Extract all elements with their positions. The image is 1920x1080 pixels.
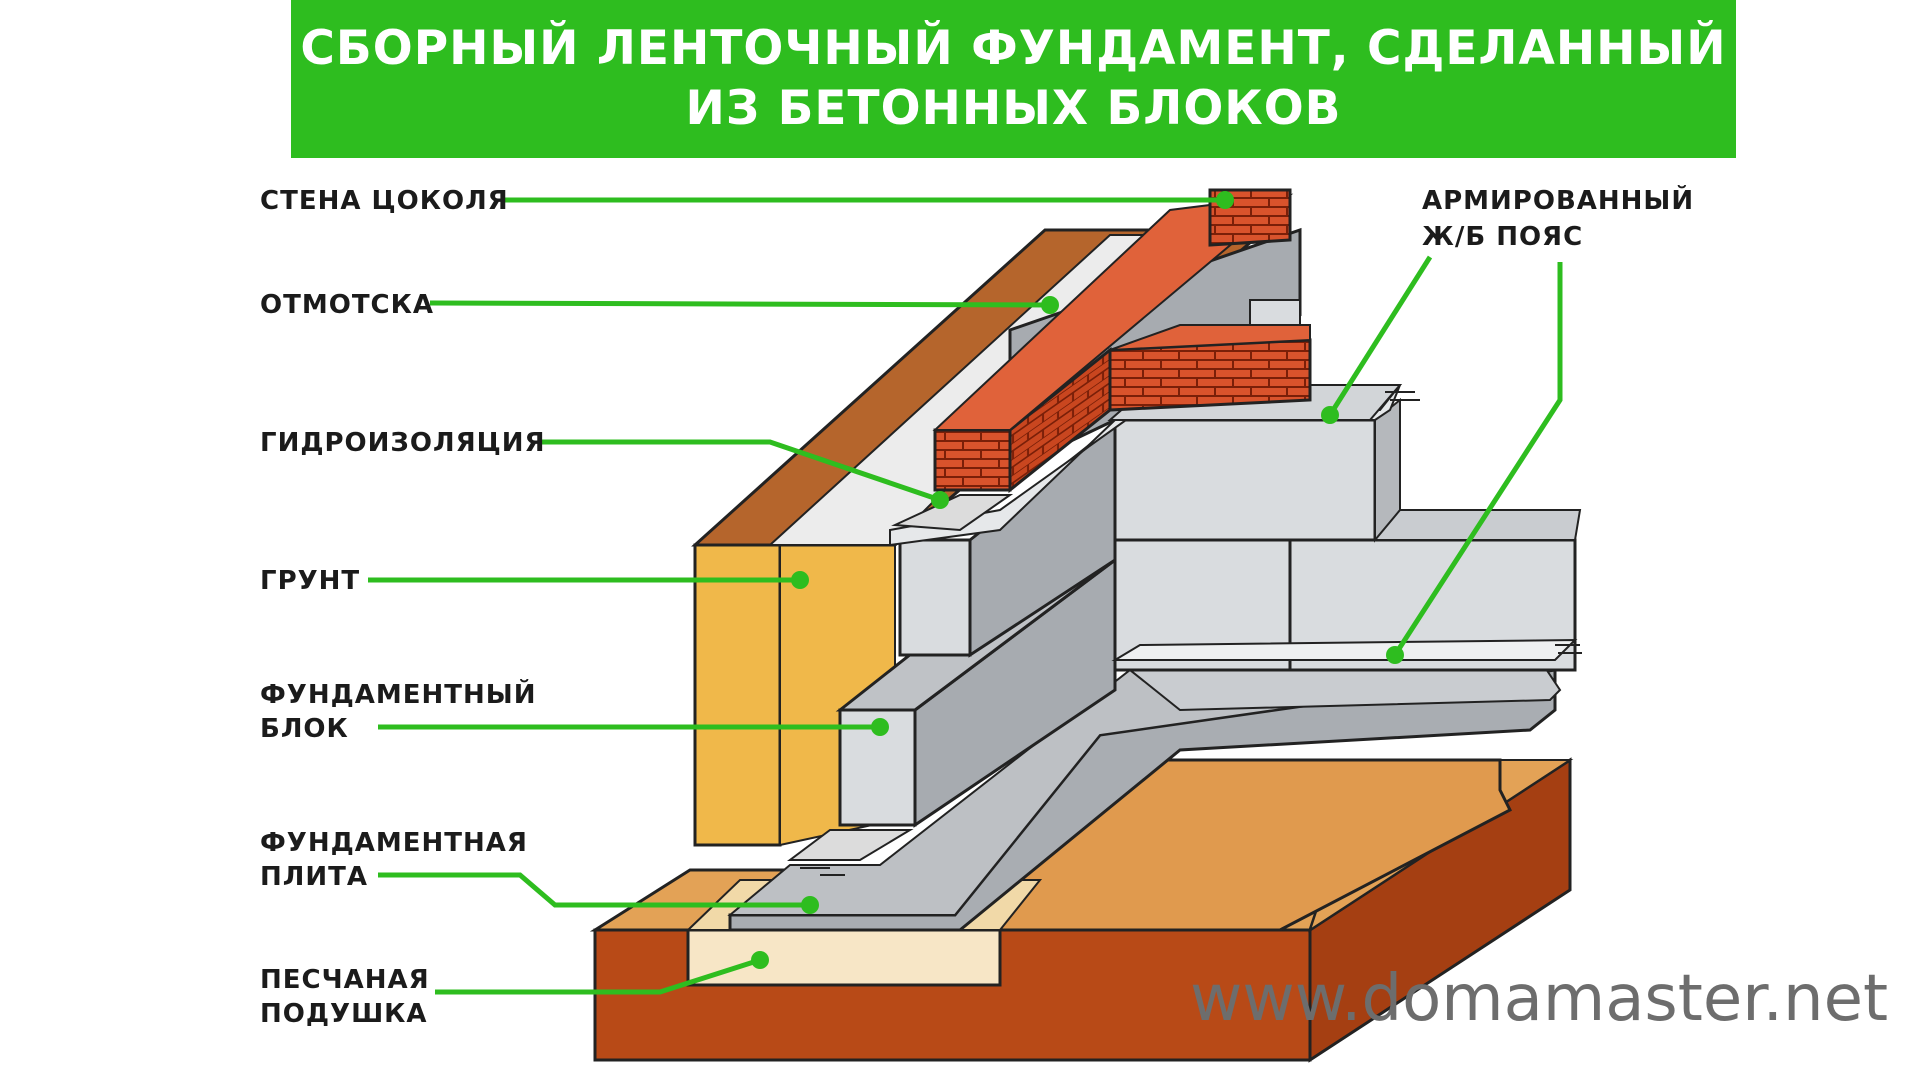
brick-plinth-wall (932, 188, 1312, 494)
label-foundation-slab-line2: ПЛИТА (260, 862, 368, 892)
label-sand-cushion-line2: ПОДУШКА (260, 999, 428, 1029)
leader-dots (751, 191, 1404, 969)
rebar-marks (800, 391, 1582, 876)
watermark: www.domamaster.net (1190, 962, 1888, 1036)
label-soil: ГРУНТ (260, 566, 360, 596)
title-line-2: ИЗ БЕТОННЫХ БЛОКОВ (685, 81, 1342, 136)
leader-lines (368, 197, 1563, 995)
label-foundation-block-line2: БЛОК (260, 714, 349, 744)
label-plinth-wall: СТЕНА ЦОКОЛЯ (260, 186, 509, 216)
label-waterproofing: ГИДРОИЗОЛЯЦИЯ (260, 428, 546, 458)
foundation-blocks-upper (898, 397, 1401, 658)
label-reinforced-belt-line1: АРМИРОВАННЫЙ (1422, 184, 1694, 216)
label-reinforced-belt-line2: Ж/Б ПОЯС (1422, 222, 1583, 252)
label-sand-cushion-line1: ПЕСЧАНАЯ (260, 965, 430, 995)
label-foundation-block-line1: ФУНДАМЕНТНЫЙ (260, 678, 536, 710)
label-foundation-slab-line1: ФУНДАМЕНТНАЯ (260, 828, 528, 858)
label-blind-area: ОТМОТСКА (260, 290, 434, 320)
title-banner: СБОРНЫЙ ЛЕНТОЧНЫЙ ФУНДАМЕНТ, СДЕЛАННЫЙ И… (291, 0, 1736, 158)
waterproofing-strip (787, 494, 1014, 861)
title-line-1: СБОРНЫЙ ЛЕНТОЧНЫЙ ФУНДАМЕНТ, СДЕЛАННЫЙ (300, 21, 1727, 76)
